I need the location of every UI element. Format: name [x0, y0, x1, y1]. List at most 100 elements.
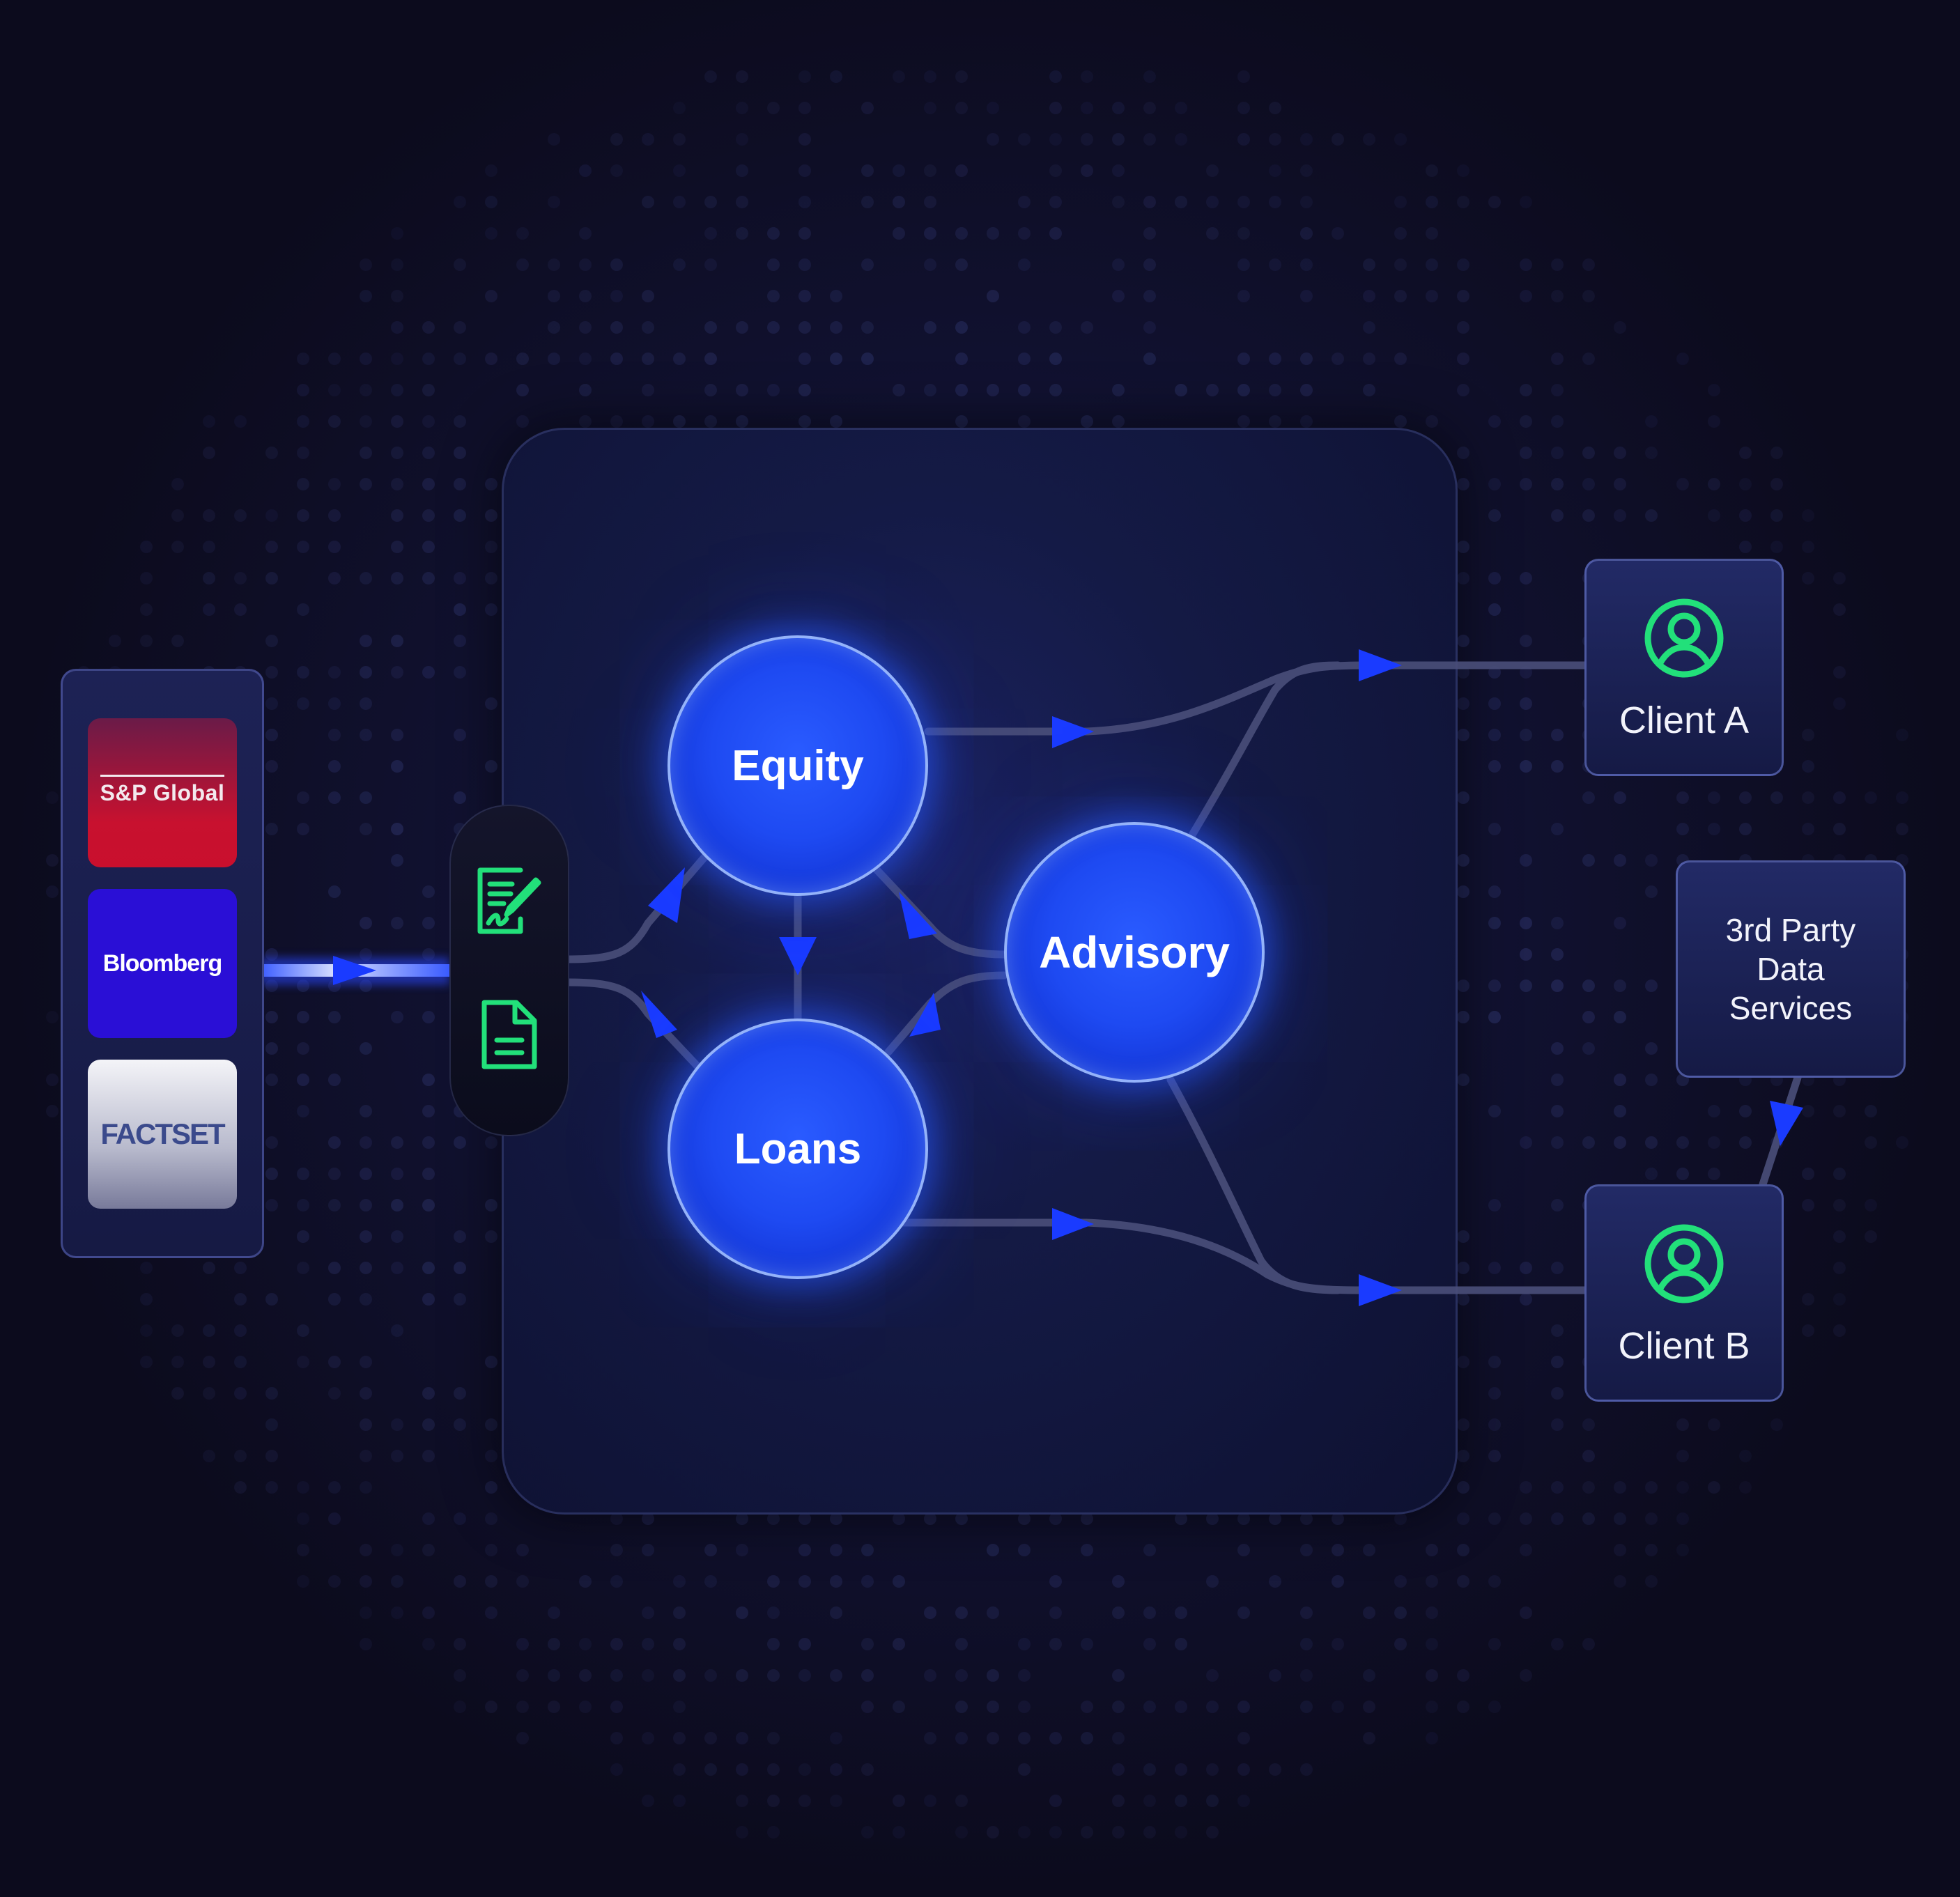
background-dot [1614, 1544, 1626, 1556]
background-dot [297, 1575, 309, 1588]
background-dot [1269, 164, 1281, 177]
background-dot [1363, 1544, 1375, 1556]
background-dot [1520, 290, 1532, 302]
background-dot [673, 1669, 686, 1682]
background-dot [391, 572, 403, 584]
background-dot [391, 353, 403, 365]
background-dot [454, 603, 466, 616]
background-dot [1708, 509, 1720, 522]
background-dot [391, 1199, 403, 1211]
background-dot [798, 384, 811, 396]
arrow-to-client-b [1359, 1274, 1402, 1306]
background-dot [1457, 729, 1469, 741]
background-dot [830, 1732, 842, 1744]
source-tile-bloomberg[interactable]: Bloomberg [88, 889, 237, 1038]
background-dot [1582, 1418, 1595, 1431]
background-dot [1018, 227, 1031, 240]
background-dot [767, 1575, 780, 1588]
equity-node[interactable]: Equity [668, 635, 928, 896]
background-dot [1237, 1763, 1250, 1776]
background-dot [1300, 1669, 1313, 1682]
background-dot [328, 697, 341, 710]
background-dot [893, 1575, 905, 1588]
client-b-card[interactable]: Client B [1584, 1184, 1784, 1402]
background-dot [485, 1481, 497, 1494]
background-dot [1551, 1262, 1564, 1274]
background-dot [1833, 697, 1846, 710]
client-a-card[interactable]: Client A [1584, 559, 1784, 776]
background-dot [1488, 1418, 1501, 1431]
background-dot [140, 1324, 153, 1337]
background-dot [1833, 823, 1846, 835]
background-dot [422, 1512, 435, 1525]
background-dot [955, 164, 968, 177]
background-dot [955, 1826, 968, 1838]
background-dot [1426, 1638, 1438, 1650]
background-dot [798, 415, 811, 428]
background-dot [1081, 415, 1093, 428]
advisory-node[interactable]: Advisory [1004, 822, 1265, 1083]
background-dot [987, 227, 999, 240]
background-dot [987, 102, 999, 114]
background-dot [454, 1262, 466, 1274]
background-dot [297, 1074, 309, 1086]
background-dot [1300, 353, 1313, 365]
background-dot [203, 572, 215, 584]
background-dot [1394, 1638, 1407, 1650]
background-dot [548, 321, 560, 334]
background-dot [1143, 321, 1156, 334]
background-dot [1175, 1826, 1187, 1838]
background-dot [265, 1418, 278, 1431]
loans-node[interactable]: Loans [668, 1019, 928, 1279]
background-dot [360, 1136, 372, 1149]
background-dot [673, 1701, 686, 1713]
background-dot [1520, 1512, 1532, 1525]
background-dot [767, 290, 780, 302]
wire-pill-to-equity [562, 846, 715, 963]
background-dot [1457, 1011, 1469, 1023]
background-dot [1645, 1136, 1658, 1149]
background-dot [297, 415, 309, 428]
background-dot [642, 353, 654, 365]
background-dot [673, 353, 686, 365]
background-dot [234, 1481, 247, 1494]
background-dot [234, 509, 247, 522]
background-dot [1833, 1168, 1846, 1180]
source-tile-factset[interactable]: FACTSET [88, 1060, 237, 1209]
background-dot [1582, 1011, 1595, 1023]
background-dot [1457, 1418, 1469, 1431]
background-dot [1206, 1669, 1219, 1682]
background-dot [391, 478, 403, 490]
background-dot [579, 415, 592, 428]
background-dot [297, 1230, 309, 1243]
background-dot [1833, 572, 1846, 584]
background-dot [360, 1606, 372, 1619]
background-dot [1802, 1199, 1814, 1211]
background-dot [454, 1136, 466, 1149]
background-dot [1300, 133, 1313, 146]
background-dot [485, 1575, 497, 1588]
background-dot [1269, 258, 1281, 271]
background-dot [328, 1199, 341, 1211]
background-dot [1833, 1199, 1846, 1211]
background-dot [955, 415, 968, 428]
background-dot [1112, 1606, 1125, 1619]
background-dot [830, 70, 842, 83]
background-dot [1081, 1732, 1093, 1744]
background-dot [422, 1168, 435, 1180]
wire-advisory-to-client-b [1166, 1076, 1342, 1294]
background-dot [1551, 1042, 1564, 1055]
background-dot [1112, 415, 1125, 428]
background-dot [1175, 196, 1187, 208]
source-tile-sp-global[interactable]: S&P Global [88, 718, 237, 867]
background-dot [1770, 541, 1783, 553]
background-dot [1488, 1387, 1501, 1400]
background-dot [548, 196, 560, 208]
third-party-data-card[interactable]: 3rd Party Data Services [1676, 860, 1906, 1078]
background-dot [328, 1011, 341, 1023]
background-dot [360, 1105, 372, 1117]
background-dot [1614, 1105, 1626, 1117]
background-dot [1394, 415, 1407, 428]
third-party-label: 3rd Party Data Services [1725, 912, 1856, 1026]
background-dot [391, 541, 403, 553]
